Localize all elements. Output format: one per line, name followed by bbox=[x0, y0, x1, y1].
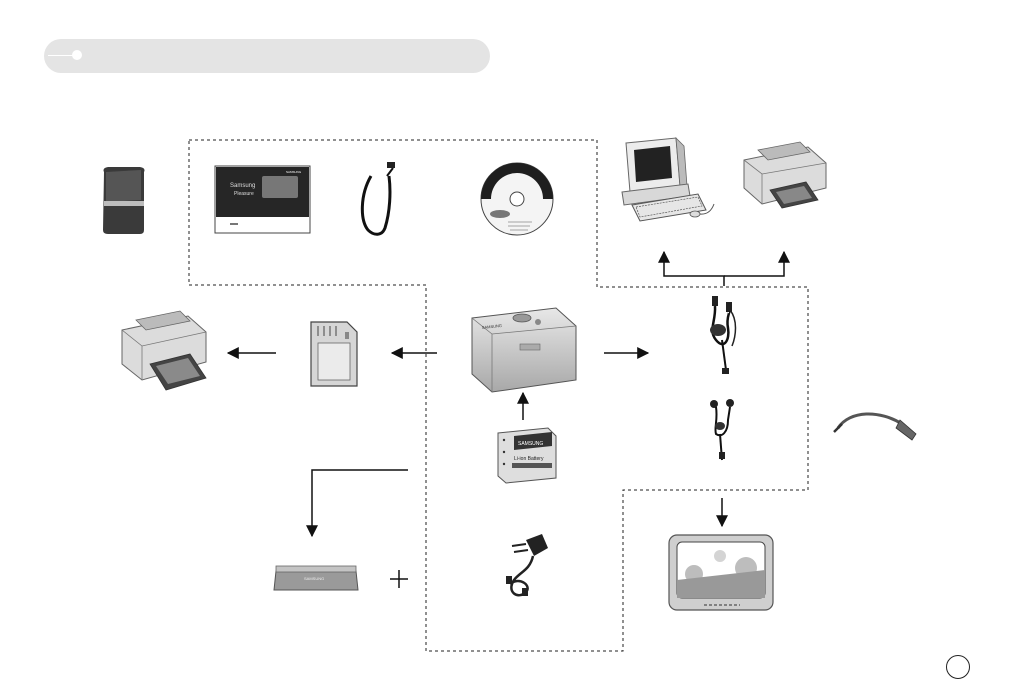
page-number-circle bbox=[946, 655, 970, 679]
manual-title-1: Samsung bbox=[230, 183, 255, 189]
user-manual: Samsung Pleasure SAMSUNG bbox=[214, 165, 311, 234]
extension-cable bbox=[833, 412, 917, 441]
ac-adapter bbox=[506, 534, 548, 597]
header-dot-icon bbox=[72, 50, 82, 60]
connector-arrows bbox=[226, 250, 790, 538]
printer-left bbox=[121, 310, 207, 391]
plus-icon bbox=[390, 570, 408, 588]
television bbox=[668, 534, 774, 611]
manual-brand: SAMSUNG bbox=[286, 170, 302, 174]
software-cd bbox=[480, 162, 554, 236]
usb-av-cable bbox=[710, 296, 737, 374]
earphones bbox=[710, 399, 734, 461]
digital-camera: SAMSUNG bbox=[471, 307, 577, 393]
sd-memory-card bbox=[310, 321, 358, 387]
arrow-cable-to-printer bbox=[724, 250, 790, 277]
cradle: SAMSUNG bbox=[273, 565, 359, 591]
computer bbox=[621, 136, 715, 222]
arrow-cable-to-computer bbox=[658, 250, 725, 286]
header-line bbox=[48, 55, 76, 56]
li-ion-battery: SAMSUNG Li-ion Battery bbox=[497, 427, 557, 484]
printer-top bbox=[743, 141, 827, 209]
camera-case bbox=[103, 167, 145, 234]
manual-title-2: Pleasure bbox=[234, 191, 254, 197]
battery-label: Li-ion Battery bbox=[514, 456, 544, 462]
battery-brand: SAMSUNG bbox=[518, 441, 543, 447]
cradle-brand: SAMSUNG bbox=[304, 576, 324, 581]
arrow-to-cradle bbox=[306, 469, 408, 538]
section-header-bar bbox=[44, 39, 490, 73]
camera-brand: SAMSUNG bbox=[482, 323, 503, 330]
camera-strap bbox=[360, 162, 395, 236]
package-contents-outline bbox=[188, 139, 809, 652]
